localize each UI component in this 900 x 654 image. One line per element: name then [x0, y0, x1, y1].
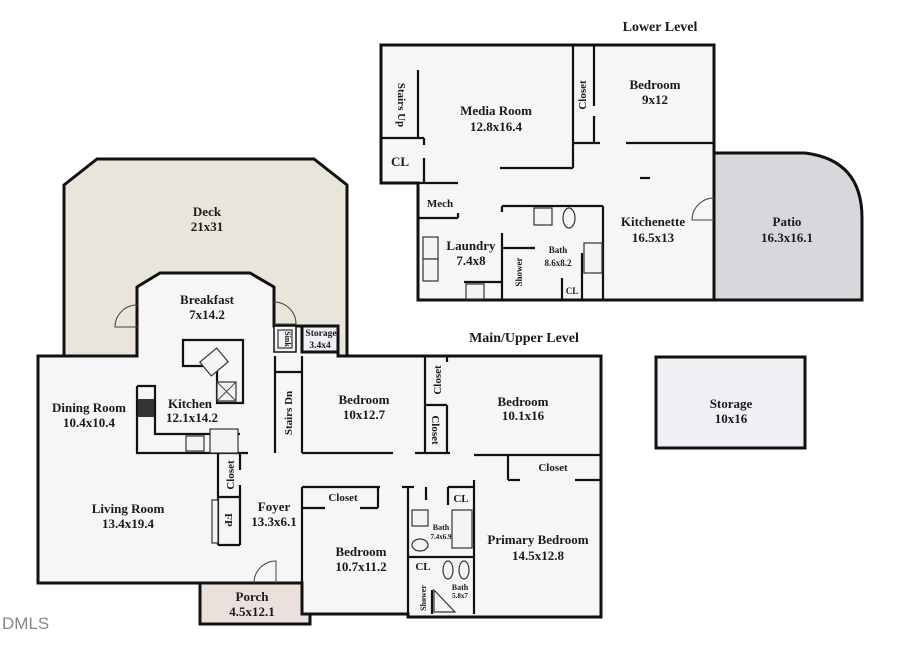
breakfast-dims: 7x14.2	[189, 307, 225, 322]
lower-cl-label: CL	[391, 154, 409, 169]
closet-foyer-label: Closet	[225, 460, 237, 490]
main-level-plan: Breakfast 7x14.2 Sink Storage 3.4x4 Dini…	[36, 271, 603, 626]
dining-room-label: Dining Room	[52, 400, 126, 415]
cl-hall-label: CL	[453, 493, 468, 505]
kitchenette-label: Kitchenette	[621, 214, 685, 229]
media-room-label: Media Room	[460, 103, 532, 118]
cl-primary-label: CL	[415, 561, 430, 573]
lower-bedroom-dims: 9x12	[642, 92, 668, 107]
bedroom-4-label: Bedroom	[335, 544, 386, 559]
closet-bed4-label: Closet	[328, 492, 358, 504]
patio-area: Patio 16.3x16.1	[712, 151, 864, 302]
storage-building-dims: 10x16	[715, 411, 748, 426]
closet-primary-label: Closet	[538, 462, 568, 474]
dining-room-dims: 10.4x10.4	[63, 415, 116, 430]
foyer-dims: 13.3x6.1	[251, 514, 297, 529]
bath-hall-label: Bath	[433, 523, 450, 532]
main-level-title: Main/Upper Level	[469, 331, 579, 346]
closet-b-label: Closet	[429, 415, 441, 445]
bedroom-2-label: Bedroom	[338, 392, 389, 407]
lower-bath-label: Bath	[549, 245, 568, 255]
living-room-label: Living Room	[92, 501, 165, 516]
mech-label: Mech	[427, 198, 453, 210]
bath-primary-label: Bath	[452, 583, 469, 592]
storage-small-dims: 3.4x4	[309, 341, 331, 351]
laundry-dims: 7.4x8	[456, 253, 486, 268]
media-room-dims: 12.8x16.4	[470, 119, 523, 134]
kitchen-dims: 12.1x14.2	[166, 410, 218, 425]
deck-label: Deck	[193, 204, 222, 219]
lower-shower-label: Shower	[514, 257, 524, 286]
patio-dims: 16.3x16.1	[761, 230, 813, 245]
porch-label: Porch	[236, 589, 270, 604]
lower-level-title: Lower Level	[623, 20, 698, 35]
kitchenette-dims: 16.5x13	[632, 230, 675, 245]
primary-bedroom-dims: 14.5x12.8	[512, 548, 565, 563]
storage-small-label: Storage	[305, 329, 336, 339]
living-room-dims: 13.4x19.4	[102, 516, 155, 531]
lower-level-plan: Media Room 12.8x16.4 Stairs Up CL Closet…	[379, 43, 716, 302]
kitchen-label: Kitchen	[168, 396, 213, 411]
storage-building: Storage 10x16	[654, 355, 807, 450]
sink-label: Sink	[283, 331, 292, 347]
bath-primary-dims: 5.8x7	[452, 592, 468, 600]
lower-bath-dims: 8.6x8.2	[545, 258, 573, 268]
patio-label: Patio	[773, 214, 802, 229]
bedroom-3-label: Bedroom	[497, 394, 548, 409]
bedroom-3-dims: 10.1x16	[502, 408, 545, 423]
bedroom-4-dims: 10.7x11.2	[335, 559, 386, 574]
bedroom-2-dims: 10x12.7	[343, 407, 386, 422]
lower-bedroom-label: Bedroom	[629, 77, 680, 92]
shower-primary-label: Shower	[419, 585, 428, 611]
bath-hall-dims: 7.4x6.9	[431, 533, 453, 541]
laundry-label: Laundry	[446, 238, 496, 253]
porch-dims: 4.5x12.1	[229, 604, 275, 619]
fireplace-label: FP	[222, 513, 234, 527]
foyer-label: Foyer	[258, 499, 291, 514]
closet-a-label: Closet	[432, 365, 444, 395]
mls-watermark: DMLS	[2, 614, 50, 633]
lower-bath-cl-label: CL	[566, 286, 579, 296]
stairs-up-label: Stairs Up	[395, 83, 407, 127]
deck-dims: 21x31	[191, 219, 224, 234]
stairs-dn-label: Stairs Dn	[283, 391, 295, 435]
primary-bedroom-label: Primary Bedroom	[487, 532, 588, 547]
breakfast-label: Breakfast	[180, 292, 235, 307]
storage-building-label: Storage	[710, 396, 753, 411]
lower-closet-label: Closet	[577, 80, 589, 110]
